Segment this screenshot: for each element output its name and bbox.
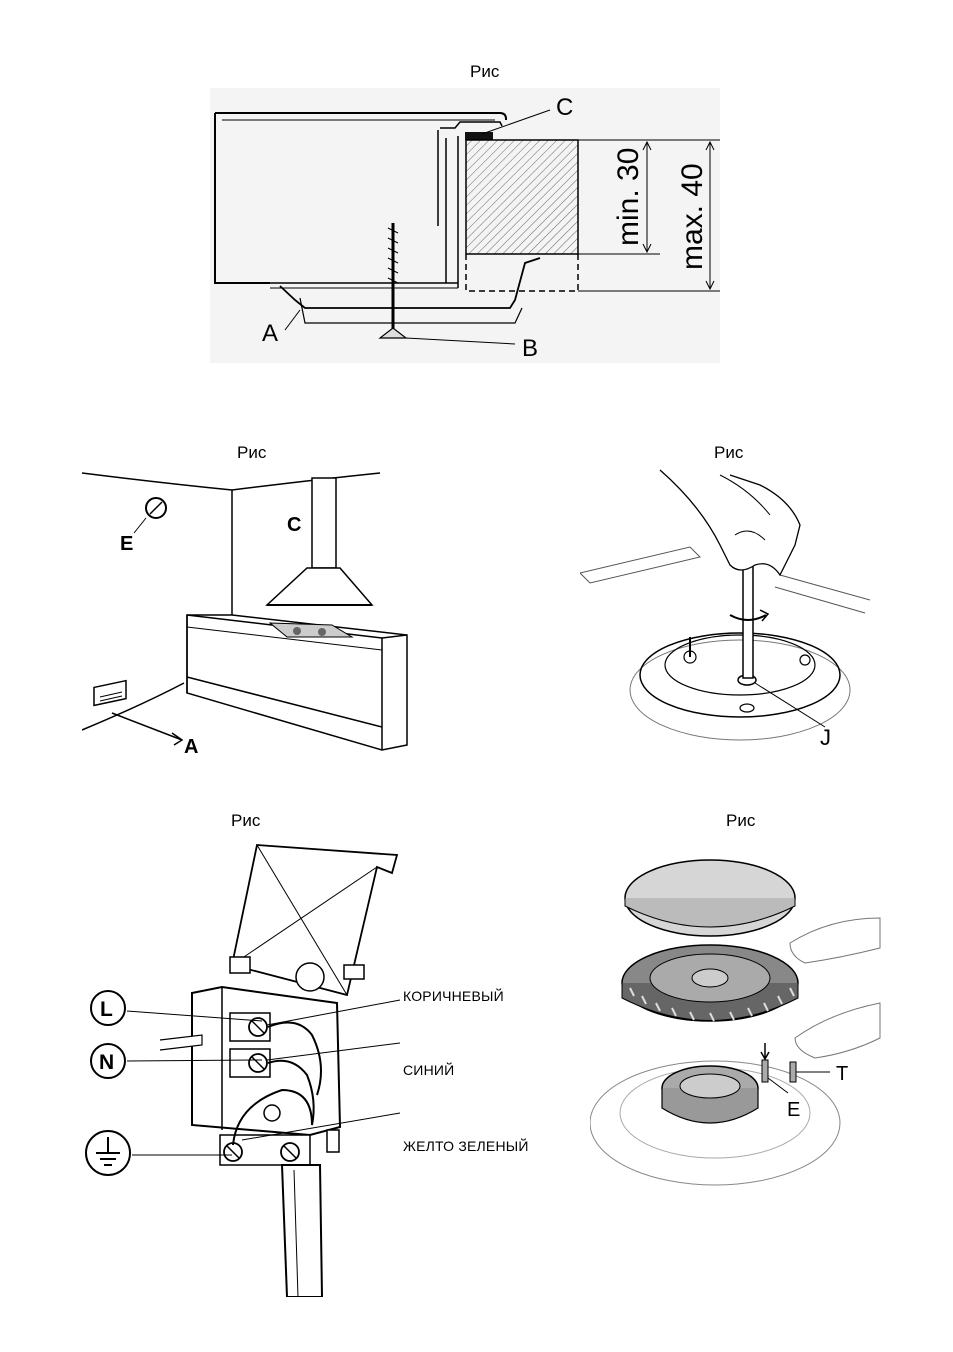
label-e: E: [787, 1099, 800, 1121]
figure-middle-left-kitchen: E C A: [82, 465, 412, 760]
label-a: A: [262, 320, 278, 347]
label-b: B: [522, 335, 538, 362]
figure-middle-right-burner-adjust: J: [580, 465, 870, 750]
label-j: J: [820, 725, 831, 750]
label-c: C: [287, 514, 301, 536]
figure-bottom-left-caption: Рис: [231, 811, 260, 831]
label-a: A: [184, 736, 198, 758]
label-l: L: [100, 998, 113, 1021]
figure-middle-left-caption: Рис: [237, 443, 266, 463]
label-max-40: max. 40: [676, 163, 709, 270]
burner-adjustment-drawing: J: [580, 465, 870, 750]
figure-top-mounting-diagram: C A B min. 30 max. 40: [210, 88, 720, 363]
ground-icon: [86, 1131, 130, 1175]
mounting-section-drawing: C A B min. 30 max. 40: [210, 88, 720, 363]
label-c: C: [556, 94, 573, 121]
figure-top-caption: Рис: [470, 62, 499, 82]
figure-middle-right-caption: Рис: [714, 443, 743, 463]
label-n: N: [99, 1051, 114, 1074]
terminal-block-drawing: L N: [82, 835, 402, 1297]
burner-assembly-drawing: E T: [590, 838, 885, 1188]
figure-bottom-right-burner-assembly: E T: [590, 838, 885, 1188]
wire-label-brown: КОРИЧНЕВЫЙ: [403, 988, 504, 1004]
figure-bottom-right-caption: Рис: [726, 811, 755, 831]
wire-label-yellow-green: ЖЕЛТО ЗЕЛЕНЫЙ: [403, 1138, 529, 1154]
label-min-30: min. 30: [612, 148, 645, 246]
wire-label-blue: СИНИЙ: [403, 1062, 454, 1078]
label-t: T: [836, 1063, 848, 1085]
label-e: E: [120, 533, 133, 555]
kitchen-ventilation-drawing: E C A: [82, 465, 412, 760]
figure-bottom-left-terminal-block: L N: [82, 835, 402, 1297]
